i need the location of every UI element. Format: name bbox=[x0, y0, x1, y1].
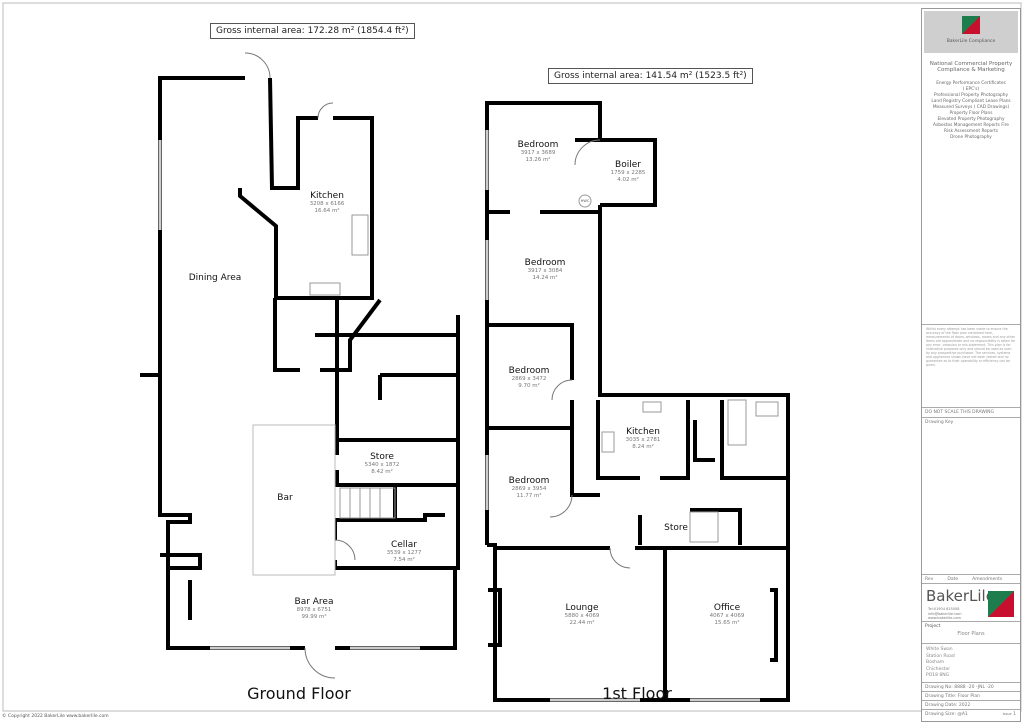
ground-floor-fixtures bbox=[158, 52, 420, 679]
first-floor-gross-area: Gross internal area: 141.54 m² (1523.5 f… bbox=[548, 68, 753, 84]
brand-name: BakerLile bbox=[926, 587, 995, 605]
hwc-label: HWC bbox=[580, 199, 590, 203]
first-floor-fixtures bbox=[485, 130, 779, 702]
ground-stairs bbox=[339, 487, 396, 519]
drawing-no-row: Drawing No: 8888 -20 -JNL -20 bbox=[922, 682, 1020, 692]
first-stairs bbox=[689, 511, 719, 543]
title-block: BakerLile Compliance National Commercial… bbox=[921, 8, 1021, 722]
drawing-date-row: Drawing Date: 2022 bbox=[922, 700, 1020, 710]
project-label: Project bbox=[922, 621, 1020, 631]
company-heading: National Commercial Property Compliance … bbox=[929, 61, 1013, 73]
services-list: Energy Performance Certificates( EPC's)P… bbox=[931, 81, 1011, 140]
room-label: Dining Area bbox=[188, 273, 242, 283]
hwc-cylinder bbox=[578, 194, 592, 208]
bakerlile-logo-icon bbox=[962, 16, 980, 34]
bakerlile-logo-icon bbox=[988, 591, 1014, 617]
first-floor-title: 1st Floor bbox=[602, 684, 672, 703]
drawing-key: Drawing Key bbox=[922, 417, 1020, 427]
ground-floor-title: Ground Floor bbox=[247, 684, 351, 703]
room-label: Store bbox=[664, 523, 688, 533]
project-value: Floor Plans bbox=[957, 631, 985, 637]
room-label: Bar bbox=[277, 493, 293, 503]
do-not-scale: DO NOT SCALE THIS DRAWING bbox=[922, 407, 1020, 417]
sheet-border bbox=[2, 2, 1022, 712]
ground-floor-gross-area: Gross internal area: 172.28 m² (1854.4 f… bbox=[210, 23, 415, 39]
compliance-logo: BakerLile Compliance bbox=[924, 11, 1018, 53]
drawing-title-row: Drawing Title: Floor Plan bbox=[922, 691, 1020, 701]
copyright: © Copyright 2022 BakerLile www.bakerlile… bbox=[2, 714, 109, 719]
bar-counter bbox=[252, 424, 336, 576]
disclaimer: Whilst every attempt has been made to en… bbox=[926, 327, 1016, 367]
